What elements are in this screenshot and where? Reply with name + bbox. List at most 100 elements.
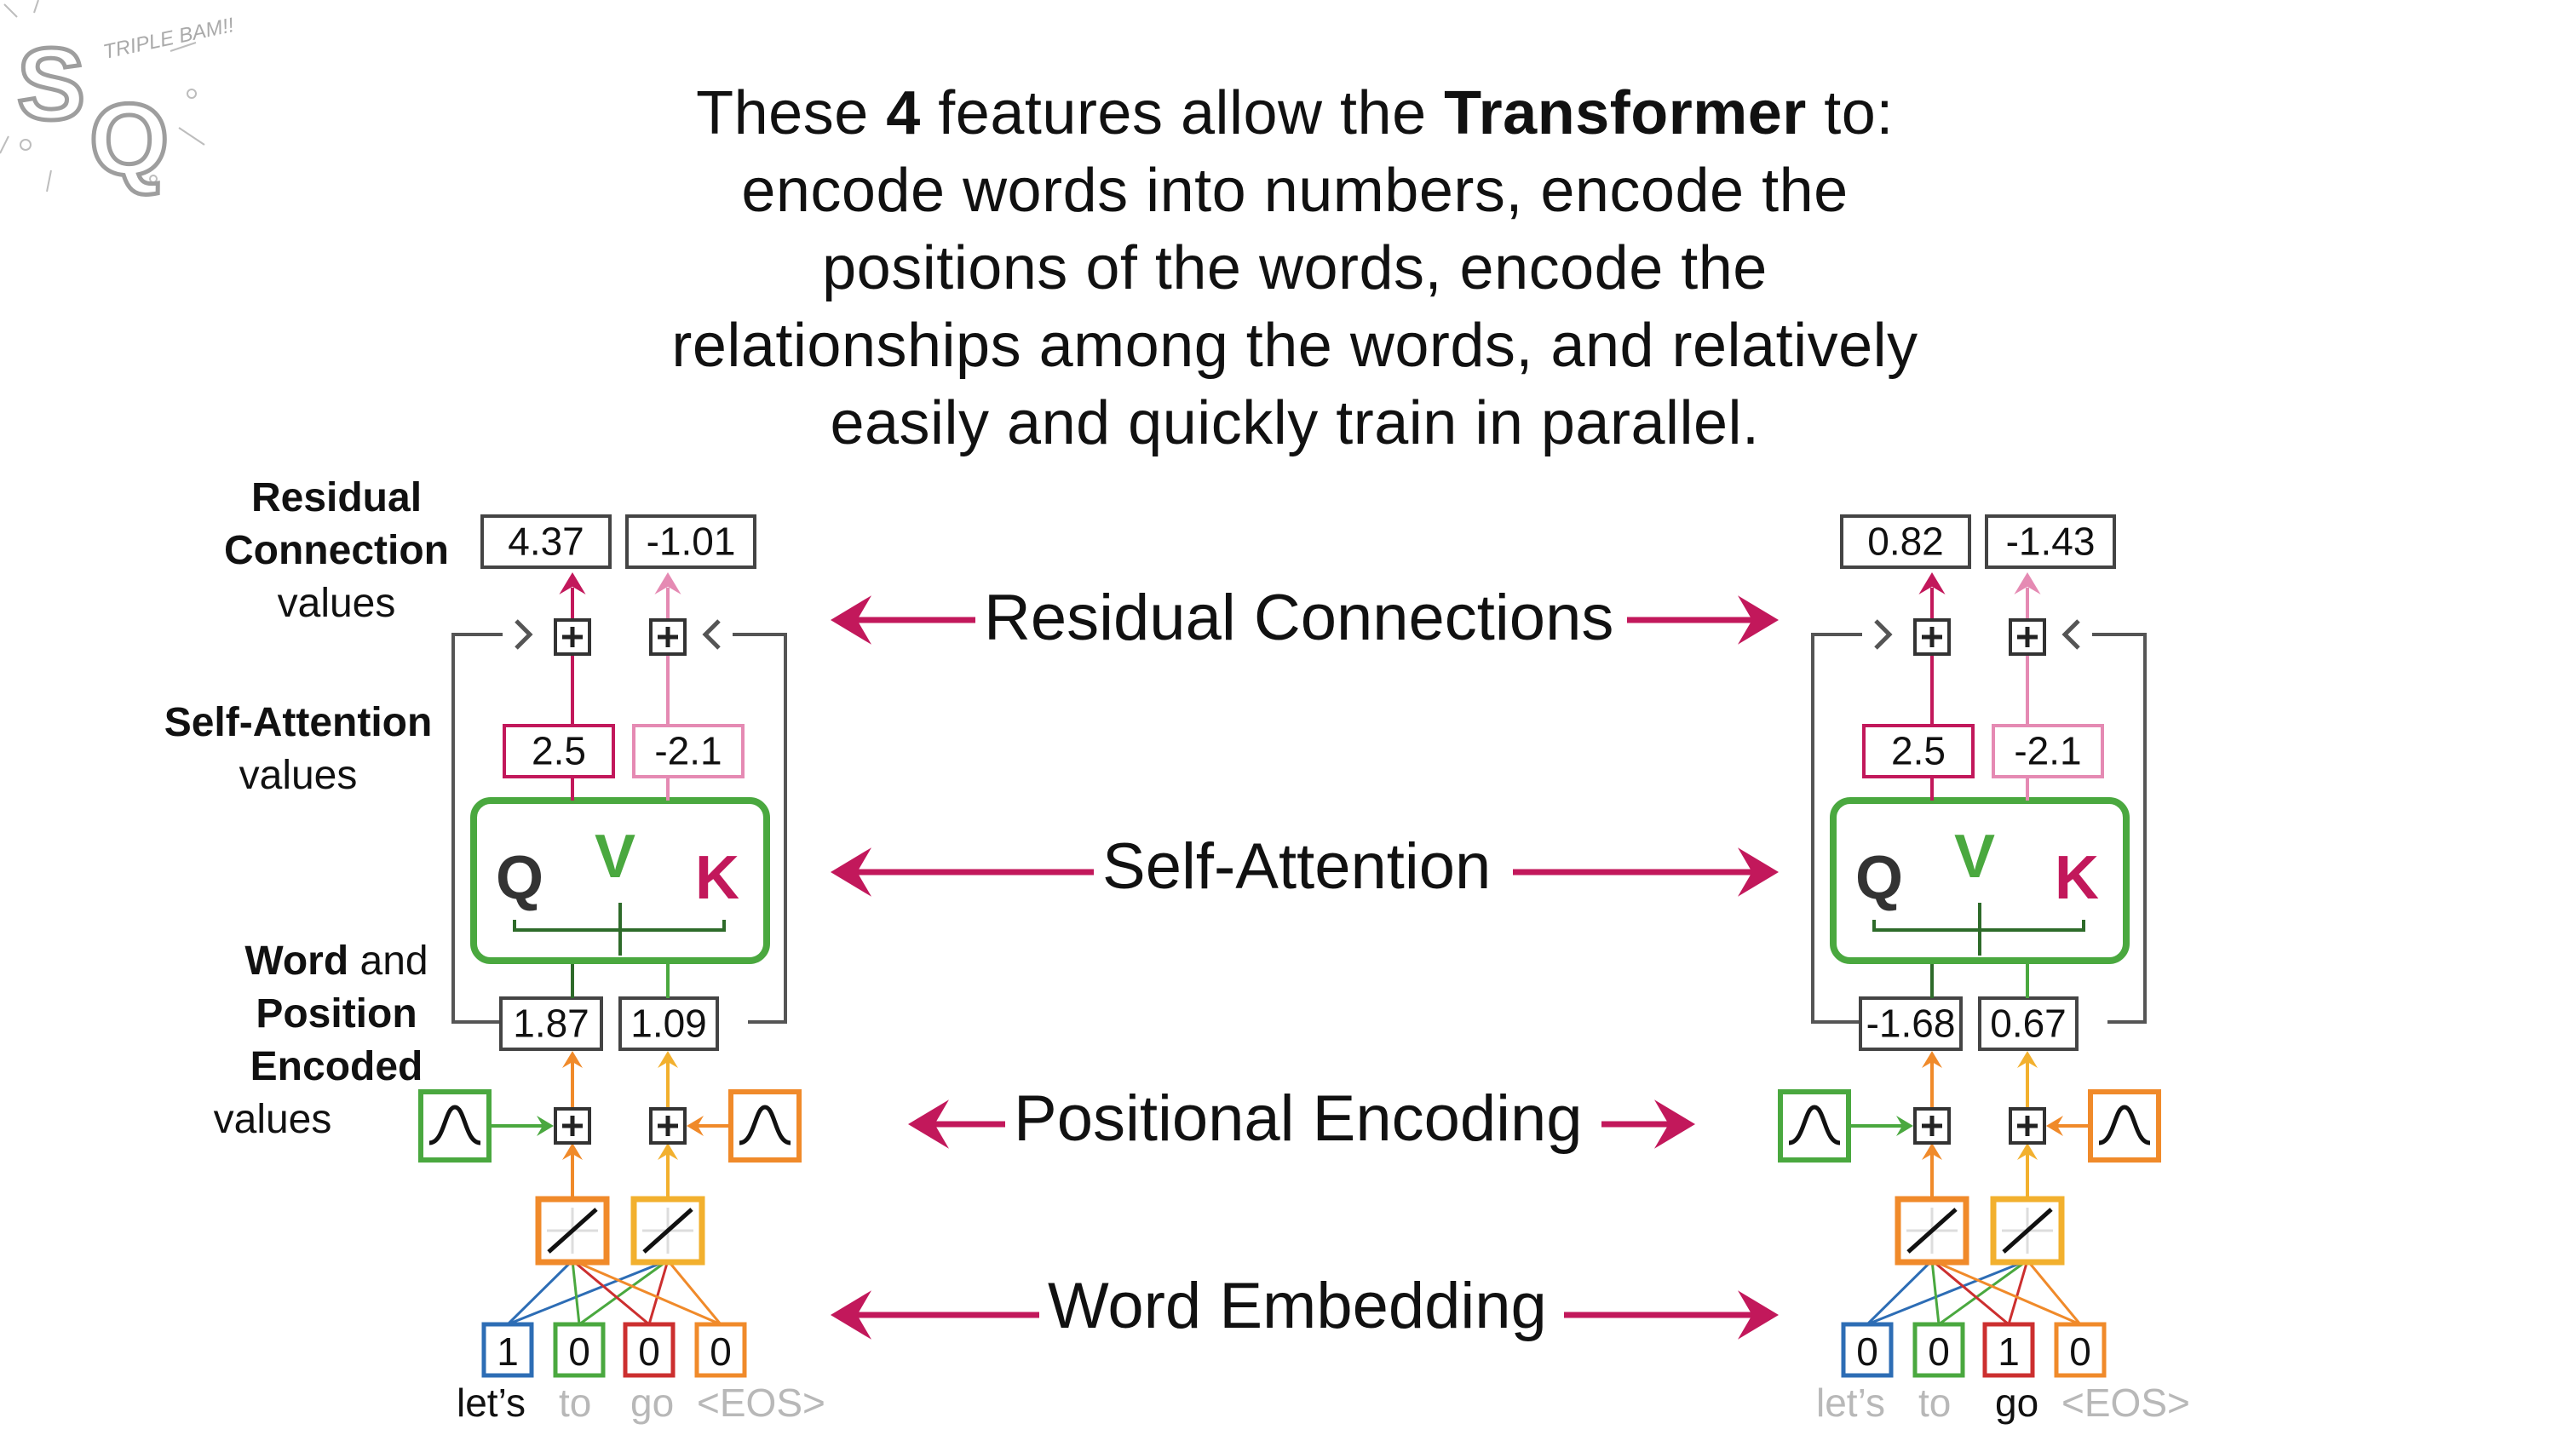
- right-emb-line-b-0: [1866, 1259, 2028, 1326]
- page-title: These 4 features allow the Transformer t…: [545, 75, 2044, 462]
- right-encoded-value-a-box: [1859, 996, 1963, 1051]
- left-enc-arrowhead-a: [562, 1051, 583, 1068]
- right-attention-value-b: -2.1: [2014, 729, 2081, 773]
- left-encoded-value-a: 1.87: [513, 1002, 589, 1046]
- left-residual-bracket-left: [451, 633, 528, 1024]
- left-emb-line-b-1: [578, 1259, 669, 1326]
- left-onehot-0-box: [481, 1322, 534, 1378]
- title-line1-pre: These: [696, 79, 887, 147]
- right-encoded-value-b: 0.67: [1990, 1002, 2067, 1046]
- residual-label-l2: Connection: [224, 528, 449, 573]
- right-positional-wave-a-icon: [1788, 1105, 1841, 1145]
- right-attention-v: V: [1954, 823, 1995, 891]
- left-onehot-1: 0: [568, 1329, 590, 1374]
- right-attention-k: K: [2055, 844, 2099, 912]
- left-emb-line-b-3: [666, 1260, 722, 1325]
- statquest-logo-icon: S Q: [0, 0, 205, 199]
- right-emb-arrowhead-a: [1922, 1143, 1942, 1160]
- right-pos-plus-b-box: [2009, 1107, 2046, 1145]
- residual-values-label: Residual Connection values: [196, 472, 477, 630]
- right-res-arrowhead-b: [2014, 572, 2041, 594]
- left-emb-line-a-1: [571, 1260, 581, 1325]
- right-onehot-1: 0: [1928, 1329, 1950, 1374]
- right-emb-line-a-1: [1930, 1260, 1941, 1325]
- left-attention-value-b: -2.1: [654, 729, 722, 773]
- right-positional-wave-b-icon: [2098, 1105, 2151, 1145]
- token-label: go: [630, 1381, 675, 1425]
- left-attention-value-a: 2.5: [532, 729, 586, 773]
- right-emb-line-a-2: [1931, 1259, 2010, 1326]
- title-line1-mid: features allow the: [920, 79, 1445, 147]
- wp-label-l2: Position: [256, 991, 417, 1036]
- right-onehot-3-box: [2054, 1322, 2107, 1378]
- left-positional-wave-a-icon: [428, 1105, 481, 1145]
- positional-encoding-arrow-right-head: [1654, 1099, 1695, 1149]
- right-pos-plus-a-box: [1913, 1107, 1951, 1145]
- token-label: <EOS>: [697, 1381, 825, 1425]
- residual-label-l3: values: [277, 581, 396, 626]
- self-attention-arrow-left-head: [831, 847, 871, 897]
- word-embedding-label: Word Embedding: [1039, 1269, 1555, 1343]
- left-emb-line-b-0: [507, 1259, 669, 1326]
- word-embedding-arrow-left-head: [831, 1290, 871, 1340]
- right-emb-line-b-2: [2007, 1260, 2029, 1325]
- right-attention-links: [1872, 903, 2085, 956]
- right-embedding-a-icon: [1906, 1208, 1958, 1254]
- token-label: to: [559, 1381, 592, 1425]
- self-attention-values-label: Self-Attention values: [145, 697, 451, 802]
- left-onehot-3: 0: [710, 1329, 732, 1374]
- right-residual-value-b: -1.43: [2006, 520, 2096, 564]
- left-res-arrowhead-b: [654, 572, 681, 594]
- residual-connections-arrow-right-head: [1738, 595, 1779, 645]
- left-onehot-2: 0: [638, 1329, 660, 1374]
- left-embedding-a-icon: [547, 1208, 598, 1254]
- right-onehot-2: 1: [1998, 1329, 2020, 1374]
- left-onehot-3-box: [694, 1322, 747, 1378]
- right-residual-bracket-left: [1811, 633, 1888, 1024]
- wp-label-l4: values: [213, 1097, 332, 1142]
- right-residual-bracket-right: [2092, 633, 2147, 1024]
- self-attention-label: Self-Attention: [1094, 830, 1500, 904]
- left-residual-chevron-left: [515, 619, 533, 650]
- token-label: <EOS>: [2061, 1381, 2190, 1425]
- left-positional-wave-a-icon-frame: [418, 1089, 492, 1163]
- residual-connections-label: Residual Connections: [975, 581, 1623, 655]
- left-onehot-2-box: [623, 1322, 676, 1378]
- right-enc-arrowhead-b: [2017, 1051, 2038, 1068]
- right-attention-block: [1830, 797, 2130, 964]
- right-enc-arrowhead-a: [1922, 1051, 1942, 1068]
- left-emb-arrowhead-a: [562, 1143, 583, 1160]
- title-transformer: Transformer: [1444, 79, 1807, 147]
- left-enc-arrowhead-b: [658, 1051, 678, 1068]
- right-attention-value-b-box: [1992, 724, 2104, 778]
- right-encoded-value-a: -1.68: [1866, 1002, 1956, 1046]
- left-encoded-value-a-box: [499, 996, 603, 1051]
- right-onehot-1-box: [1912, 1322, 1965, 1378]
- left-positional-wave-b-icon-frame: [728, 1089, 802, 1163]
- left-attention-k: K: [695, 844, 739, 912]
- right-emb-line-a-3: [1931, 1259, 2081, 1326]
- right-emb-line-b-1: [1938, 1259, 2028, 1326]
- left-onehot-0: 1: [497, 1329, 519, 1374]
- sa-label-l2: values: [239, 753, 358, 798]
- left-attention-value-a-box: [503, 724, 615, 778]
- left-residual-value-a-box: [480, 514, 612, 569]
- left-emb-line-a-0: [506, 1259, 574, 1326]
- left-attention-value-b-box: [632, 724, 745, 778]
- left-encoded-value-b: 1.09: [630, 1002, 707, 1046]
- left-residual-bracket-right: [733, 633, 787, 1024]
- left-residual-value-b-box: [625, 514, 756, 569]
- title-line3: positions of the words, encode the: [822, 234, 1768, 302]
- left-residual-value-b: -1.01: [647, 520, 736, 564]
- svg-text:Q: Q: [89, 83, 169, 197]
- left-pos-arrowhead-b: [687, 1116, 704, 1136]
- residual-label-l1: Residual: [250, 475, 423, 520]
- positional-encoding-arrow-left-head: [908, 1099, 949, 1149]
- left-residual-chevron-right: [702, 619, 721, 650]
- token-label: let’s: [457, 1381, 526, 1425]
- right-attention-value-a-box: [1862, 724, 1975, 778]
- left-residual-value-a: 4.37: [508, 520, 584, 564]
- right-attention-value-a: 2.5: [1891, 729, 1946, 773]
- right-positional-wave-a-icon-frame: [1778, 1089, 1851, 1163]
